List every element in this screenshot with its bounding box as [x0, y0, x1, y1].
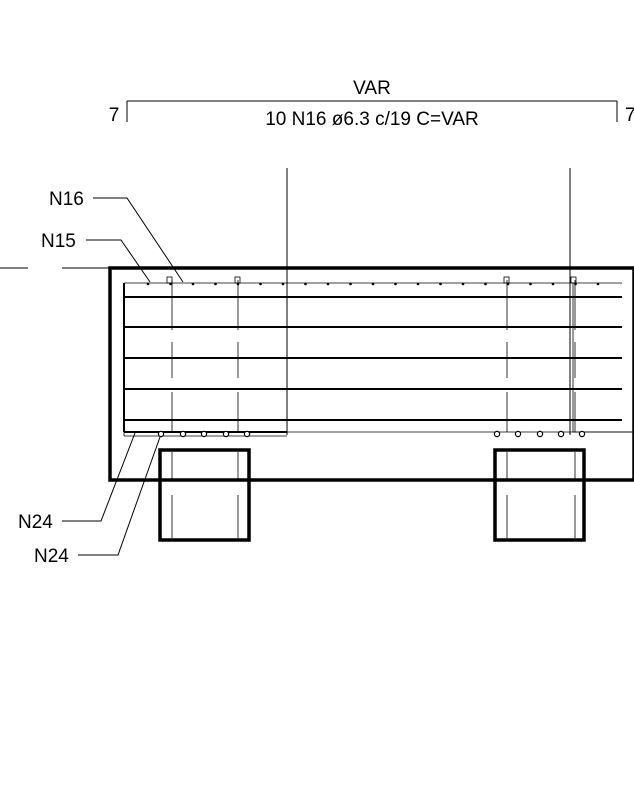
top-bar-dot	[439, 282, 442, 286]
bottom-bar-circle	[514, 430, 522, 438]
dimension-left-offset: 7	[109, 105, 120, 126]
top-bar-dot	[236, 282, 240, 286]
dimension-bars-label: 10 N16 ø6.3 c/19 C=VAR	[265, 109, 479, 130]
bottom-bar-circle	[578, 430, 586, 438]
dimension-line	[126, 100, 618, 122]
stirrup-cage	[123, 282, 634, 437]
bottom-bar-circle	[536, 430, 544, 438]
top-bar-dot	[596, 282, 600, 286]
top-bar-dot	[326, 282, 330, 286]
bottom-bar-circles	[157, 430, 586, 438]
top-bar-dot	[506, 282, 510, 286]
longitudinal-bars	[124, 296, 622, 421]
top-bar-dot	[214, 282, 217, 286]
bottom-bar-circle	[157, 430, 165, 438]
pile-axis-lines	[171, 280, 576, 432]
leader-n15	[86, 239, 151, 283]
top-bar-dot	[349, 282, 352, 286]
callout-n24-b: N24	[34, 546, 69, 567]
dimension-right-offset: 7	[625, 105, 634, 126]
concrete-outline	[108, 266, 634, 482]
top-bar-dot	[169, 282, 172, 286]
top-bar-dot	[259, 282, 262, 286]
top-bar-dot	[416, 282, 420, 286]
top-bar-dot	[146, 282, 150, 286]
top-bar-dot	[529, 282, 532, 286]
callout-n15: N15	[41, 231, 76, 252]
bottom-bar-circle	[222, 430, 230, 438]
top-bar-dot	[281, 282, 285, 286]
top-bar-dot	[484, 282, 487, 286]
bottom-bar-circle	[557, 430, 565, 438]
bottom-bar-circle	[493, 430, 501, 438]
hook-markers	[166, 276, 577, 284]
bottom-bar-circle	[243, 430, 251, 438]
top-bar-dots	[146, 282, 600, 286]
top-bar-dot	[371, 282, 375, 286]
top-bar-dot	[191, 282, 195, 286]
top-bar-dot	[574, 282, 577, 286]
top-bar-dot	[461, 282, 465, 286]
bottom-bar-circle	[200, 430, 208, 438]
top-bar-dot	[394, 282, 397, 286]
top-bar-dot	[304, 282, 307, 286]
pile-right	[493, 448, 586, 542]
leader-n24-a	[62, 432, 136, 522]
leader-n16	[93, 197, 184, 283]
leader-n24-b	[78, 436, 161, 556]
pile-left	[158, 448, 251, 542]
callout-n24-a: N24	[18, 512, 53, 533]
bottom-bar-circle	[179, 430, 187, 438]
callout-n16: N16	[49, 189, 84, 210]
dimension-total-label: VAR	[353, 78, 391, 99]
top-bar-dot	[551, 282, 555, 286]
